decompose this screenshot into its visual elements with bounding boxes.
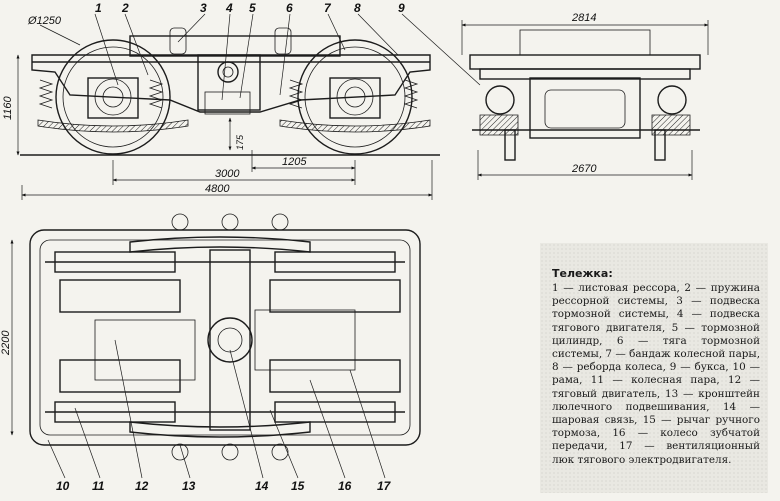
label-6: 6 — [286, 1, 293, 15]
label-16: 16 — [338, 479, 352, 493]
top-view — [10, 213, 421, 479]
label-9: 9 — [398, 1, 405, 15]
dim-4800: 4800 — [205, 183, 230, 195]
label-7: 7 — [324, 1, 332, 15]
dim-2200: 2200 — [0, 330, 12, 356]
label-1: 1 — [95, 1, 102, 15]
label-10: 10 — [56, 479, 70, 493]
dim-2670: 2670 — [571, 163, 597, 175]
label-15: 15 — [291, 479, 305, 493]
legend-body: 1 — листовая рессора, 2 — пружина рессор… — [552, 282, 760, 466]
label-5: 5 — [249, 1, 256, 15]
side-dimensions — [16, 54, 433, 200]
end-view — [461, 20, 709, 180]
label-14: 14 — [255, 479, 269, 493]
part-labels: Ø1250 1 2 3 4 5 6 7 8 9 10 11 12 13 14 1… — [27, 1, 405, 493]
label-13: 13 — [182, 479, 196, 493]
dim-3000: 3000 — [215, 168, 240, 180]
label-17: 17 — [377, 479, 392, 493]
dimension-labels: 1160 175 1205 3000 4800 2814 2670 2200 — [0, 12, 597, 356]
label-3: 3 — [200, 1, 207, 15]
legend-title: Тележка: — [552, 267, 613, 280]
label-4: 4 — [225, 1, 233, 15]
label-8: 8 — [354, 1, 361, 15]
dim-2814: 2814 — [571, 12, 596, 24]
label-12: 12 — [135, 479, 149, 493]
label-11: 11 — [92, 479, 105, 493]
legend-panel: Тележка: 1 — листовая рессора, 2 — пружи… — [540, 243, 768, 493]
side-view — [20, 13, 481, 156]
dim-1205: 1205 — [282, 156, 307, 168]
dim-1160: 1160 — [2, 95, 14, 120]
label-2: 2 — [121, 1, 129, 15]
label-diameter: Ø1250 — [27, 15, 62, 27]
dim-175: 175 — [235, 134, 245, 150]
